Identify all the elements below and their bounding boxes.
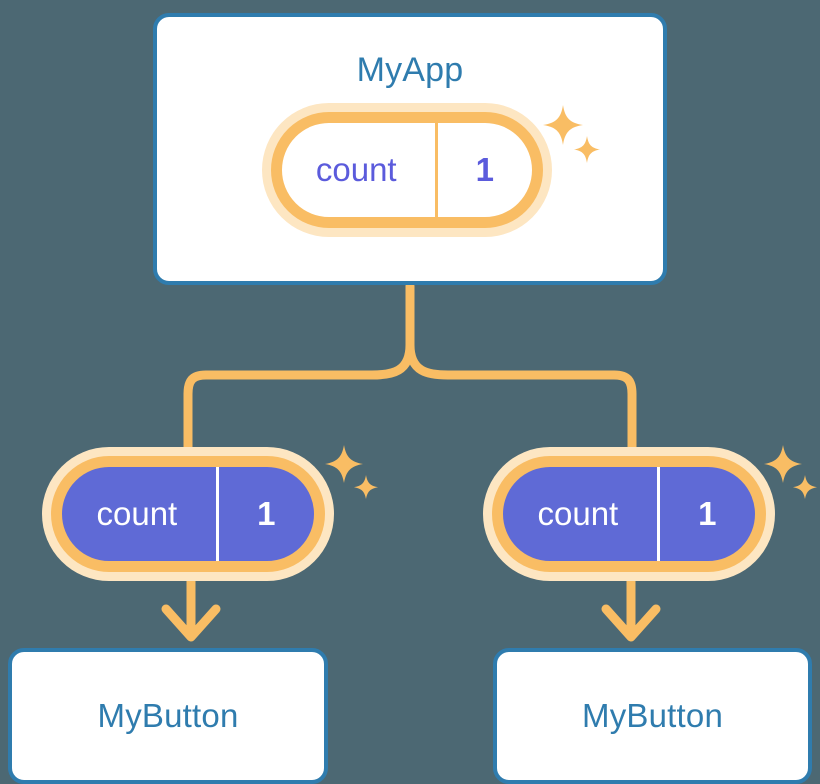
state-pill-myapp[interactable]: count 1	[271, 112, 543, 228]
state-key-label: count	[537, 495, 619, 532]
component-title-mybutton-left: MyButton	[97, 697, 239, 734]
sparkle-icon-right-large	[764, 445, 817, 499]
state-pill-mybutton-right[interactable]: count 1	[492, 456, 766, 572]
state-value-label: 1	[434, 123, 533, 217]
state-pill-mybutton-left[interactable]: count 1	[51, 456, 325, 572]
component-title-myapp: MyApp	[356, 51, 464, 89]
component-box-mybutton-right[interactable]: MyButton	[493, 648, 812, 784]
component-title-mybutton-right: MyButton	[582, 697, 723, 734]
state-key-label: count	[315, 151, 397, 188]
state-value-label: 1	[215, 467, 314, 561]
sparkle-icon-left-large	[325, 445, 378, 499]
tree-connector-path	[183, 281, 637, 461]
component-box-mybutton-left[interactable]: MyButton	[8, 648, 328, 784]
state-value-label: 1	[656, 467, 755, 561]
arrow-head-right	[601, 604, 661, 642]
state-key-label: count	[96, 495, 178, 532]
arrow-head-left	[161, 604, 221, 642]
